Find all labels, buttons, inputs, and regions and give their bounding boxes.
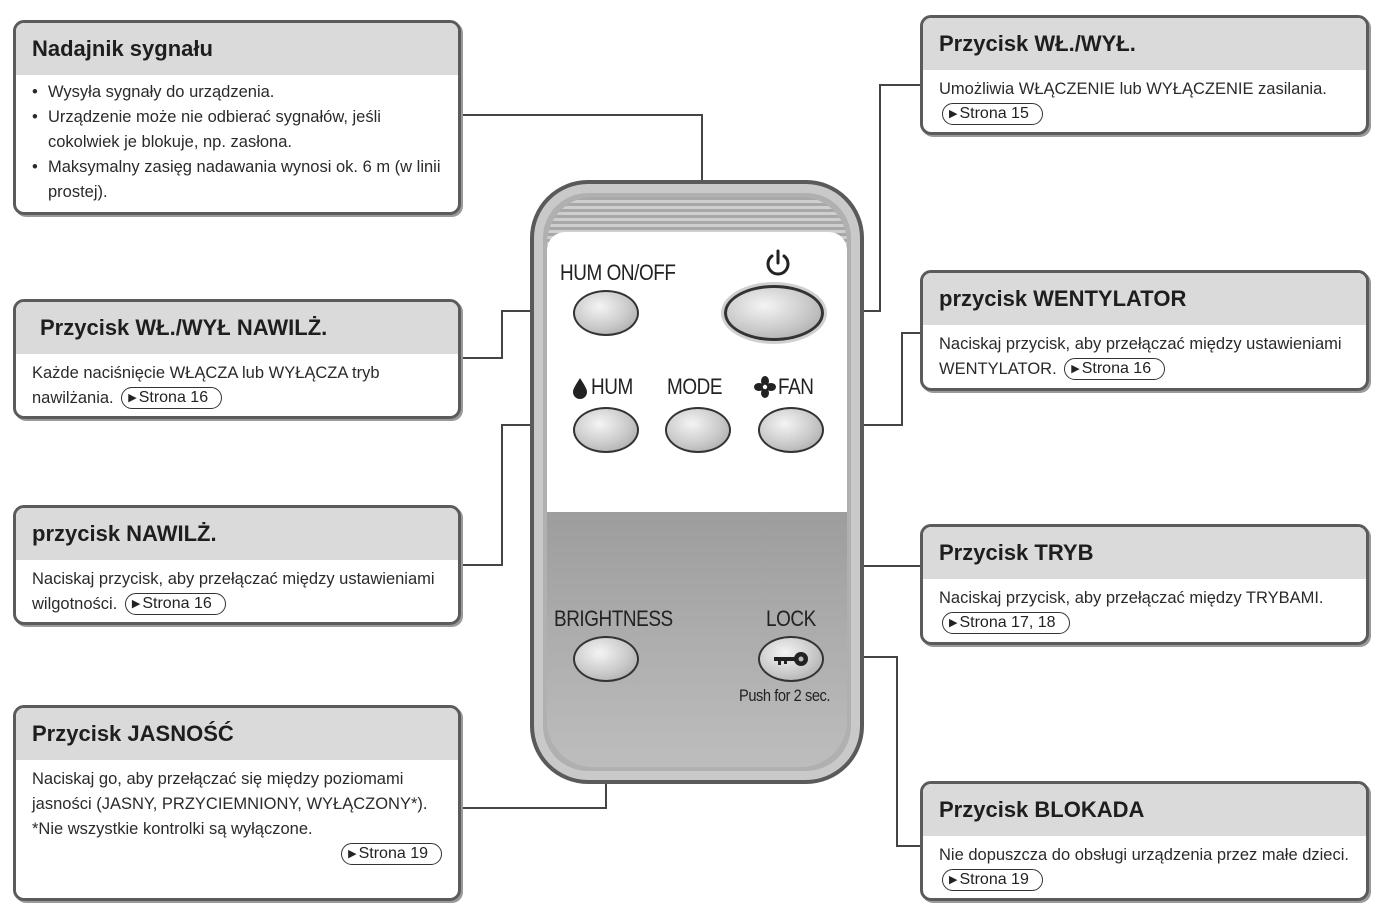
callout-lock: Przycisk BLOKADA Nie dopuszcza do obsług… [920,781,1369,901]
lock-label: LOCK [766,606,816,631]
play-arrow-icon: ▶ [131,598,141,610]
page-ref-label: Strona 19 [959,871,1029,888]
callout-fan-text: Naciskaj przycisk, aby przełączać między… [939,335,1342,378]
list-item: Urządzenie może nie odbierać sygnałów, j… [32,105,442,155]
page-ref-label: Strona 16 [1081,360,1152,377]
callout-mode: Przycisk TRYB Naciskaj przycisk, aby prz… [920,524,1369,645]
page-ref-label: Strona 16 [142,595,212,612]
play-arrow-icon: ▶ [128,392,137,404]
callout-lock-text: Nie dopuszcza do obsługi urządzenia prze… [939,846,1349,864]
callout-transmitter-title: Nadajnik sygnału [16,23,458,75]
page-ref-label: Strona 17, 18 [959,614,1056,631]
callout-brightness-text: Naciskaj go, aby przełączać się między p… [32,770,428,813]
play-arrow-icon: ▶ [1071,363,1080,375]
play-arrow-icon: ▶ [949,108,958,120]
callout-power: Przycisk WŁ./WYŁ. Umożliwia WŁĄCZENIE lu… [920,15,1369,135]
key-icon [774,652,808,666]
callout-hum-title: przycisk NAWILŻ. [16,508,458,560]
page-ref-button[interactable]: ▶Strona 19 [942,869,1043,891]
lock-button[interactable] [758,636,824,682]
callout-transmitter: Nadajnik sygnału Wysyła sygnały do urząd… [13,20,461,215]
list-item: Maksymalny zasięg nadawania wynosi ok. 6… [32,155,442,205]
brightness-label: BRIGHTNESS [554,606,673,631]
power-button[interactable] [724,285,824,341]
callout-hum-onoff: Przycisk WŁ./WYŁ NAWILŻ. Każde naciśnięc… [13,299,461,419]
page-ref-button[interactable]: ▶Strona 16 [121,387,223,409]
power-icon [766,249,790,276]
play-arrow-icon: ▶ [949,874,958,886]
callout-hum-text: Naciskaj przycisk, aby przełączać między… [32,570,435,613]
page-ref-button[interactable]: ▶Strona 19 [341,843,442,865]
callout-transmitter-list: Wysyła sygnały do urządzenia. Urządzenie… [32,80,442,205]
play-arrow-icon: ▶ [949,617,958,629]
callout-brightness-note: *Nie wszystkie kontrolki są wyłączone. [32,820,313,838]
callout-mode-title: Przycisk TRYB [923,527,1366,579]
hum-label: HUM [591,374,633,399]
callout-brightness: Przycisk JASNOŚĆ Naciskaj go, aby przełą… [13,705,461,901]
callout-lock-title: Przycisk BLOKADA [923,784,1366,836]
page-ref-label: Strona 15 [959,105,1029,122]
page-ref-button[interactable]: ▶Strona 17, 18 [942,612,1070,634]
water-drop-icon [573,378,587,399]
page-ref-button[interactable]: ▶Strona 16 [1064,358,1166,380]
brightness-button[interactable] [573,636,639,682]
hum-button[interactable] [573,407,639,453]
fan-icon [754,376,776,398]
page-ref-label: Strona 16 [138,389,209,406]
mode-label: MODE [667,374,723,399]
callout-fan: przycisk WENTYLATOR Naciskaj przycisk, a… [920,270,1369,391]
hum-onoff-button[interactable] [573,290,639,336]
fan-button[interactable] [758,407,824,453]
lock-hint: Push for 2 sec. [739,686,831,705]
mode-button[interactable] [665,407,731,453]
callout-fan-title: przycisk WENTYLATOR [923,273,1366,325]
line-transmitter [460,114,703,184]
page-ref-label: Strona 19 [358,845,428,862]
play-arrow-icon: ▶ [348,848,357,860]
page-ref-button[interactable]: ▶Strona 15 [942,103,1043,125]
callout-power-title: Przycisk WŁ./WYŁ. [923,18,1366,70]
callout-mode-text: Naciskaj przycisk, aby przełączać między… [939,589,1324,607]
callout-power-text: Umożliwia WŁĄCZENIE lub WYŁĄCZENIE zasil… [939,80,1327,98]
remote-control: HUM ON/OFF HUM MODE FAN BRIGHTNESS LOCK [530,180,864,784]
hum-onoff-label: HUM ON/OFF [560,260,676,285]
callout-hum-onoff-title: Przycisk WŁ./WYŁ NAWILŻ. [16,302,458,354]
list-item: Wysyła sygnały do urządzenia. [32,80,442,105]
remote-upper-panel [547,232,847,512]
callout-hum: przycisk NAWILŻ. Naciskaj przycisk, aby … [13,505,461,625]
callout-hum-onoff-text: Każde naciśnięcie WŁĄCZA lub WYŁĄCZA try… [32,364,380,407]
callout-brightness-title: Przycisk JASNOŚĆ [16,708,458,760]
page-ref-button[interactable]: ▶Strona 16 [124,593,226,615]
fan-label: FAN [778,374,814,399]
